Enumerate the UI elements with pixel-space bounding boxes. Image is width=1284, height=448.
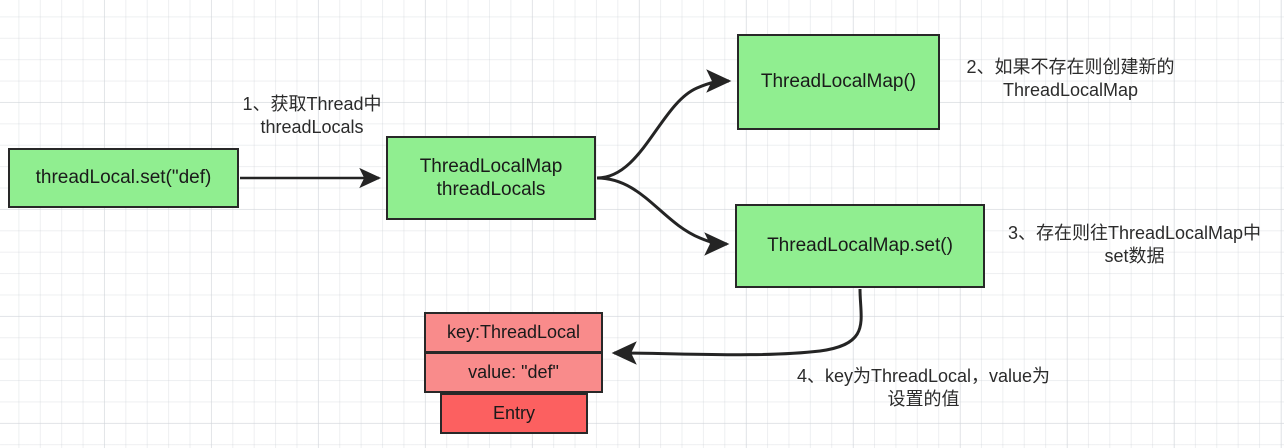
edge-threadlocals-to-new-map xyxy=(596,69,732,180)
node-threadlocalmap-set[interactable]: ThreadLocalMap.set() xyxy=(735,204,985,288)
node-entry-value[interactable]: value: "def" xyxy=(424,352,603,393)
label-step-4: 4、key为ThreadLocal，value为 设置的值 xyxy=(796,366,1051,410)
edge-threadlocals-to-map-set xyxy=(596,176,730,256)
node-threadlocalmap-threadlocals[interactable]: ThreadLocalMap threadLocals xyxy=(386,136,596,220)
node-entry-key[interactable]: key:ThreadLocal xyxy=(424,312,603,353)
label-step-1: 1、获取Thread中 threadLocals xyxy=(242,94,382,138)
label-step-2: 2、如果不存在则创建新的 ThreadLocalMap xyxy=(966,57,1175,101)
edge-map-set-to-entry xyxy=(611,288,863,365)
node-threadlocal-set[interactable]: threadLocal.set("def) xyxy=(8,148,239,208)
node-entry-title[interactable]: Entry xyxy=(440,393,588,434)
node-threadlocalmap-constructor[interactable]: ThreadLocalMap() xyxy=(737,34,940,130)
label-step-3: 3、存在则往ThreadLocalMap中 set数据 xyxy=(1007,223,1262,267)
